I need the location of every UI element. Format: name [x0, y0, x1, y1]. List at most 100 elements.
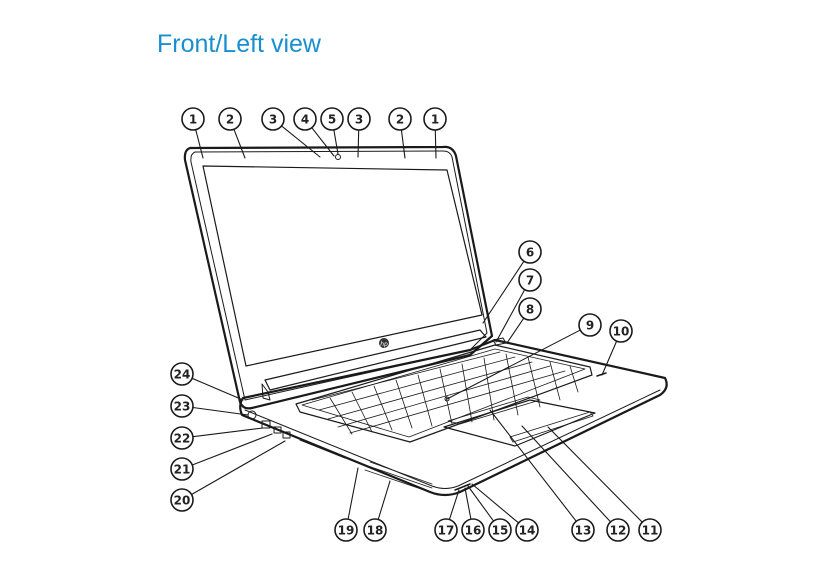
vent	[364, 461, 433, 493]
callout-circle	[170, 362, 194, 386]
leader-line	[446, 329, 581, 400]
callout-24: 24	[170, 362, 244, 401]
leader-line	[400, 129, 406, 159]
callout-number: 1	[431, 113, 439, 127]
leader-line	[471, 483, 520, 524]
callout-circle	[518, 240, 542, 264]
callout-number: 10	[613, 325, 630, 339]
power-button	[492, 337, 507, 346]
page-title: Front/Left view	[157, 30, 321, 58]
callout-number: 16	[465, 524, 482, 538]
leader-line	[192, 427, 264, 438]
callout-21: 21	[170, 433, 273, 481]
usb-port-3	[282, 431, 291, 439]
callout-number: 7	[526, 274, 534, 288]
callout-number: 6	[526, 246, 534, 260]
laptop-base	[239, 337, 668, 497]
leader-line	[489, 409, 577, 522]
callout-circle	[606, 518, 630, 542]
callout-circle	[518, 297, 542, 321]
callout-18: 18	[363, 480, 391, 542]
callout-circle	[218, 107, 242, 131]
callout-circle	[515, 518, 539, 542]
leader-line	[357, 129, 360, 158]
display-lid: hp	[183, 145, 494, 410]
callout-16: 16	[461, 487, 485, 542]
leader-line	[521, 425, 612, 523]
callout-4: 4	[293, 107, 335, 157]
callout-number: 3	[355, 113, 363, 127]
callout-3: 3	[347, 107, 371, 158]
pointing-stick	[444, 396, 450, 402]
callout-number: 5	[328, 113, 336, 127]
leader-line	[195, 129, 204, 159]
callout-number: 17	[438, 524, 455, 538]
callout-20: 20	[170, 440, 286, 512]
callout-11: 11	[547, 426, 662, 542]
callout-19: 19	[334, 467, 359, 542]
leader-line	[377, 480, 391, 521]
callout-circle	[181, 107, 205, 131]
callout-circle	[578, 313, 602, 337]
callout-number: 23	[174, 400, 191, 414]
callout-22: 22	[170, 426, 264, 450]
touchpad-top-buttons	[447, 396, 541, 425]
callout-circle	[571, 518, 595, 542]
callout-circle	[170, 426, 194, 450]
leader-line	[192, 406, 249, 416]
callout-10: 10	[601, 319, 633, 376]
callout-9: 9	[446, 313, 602, 400]
leader-line	[190, 440, 286, 496]
callout-8: 8	[506, 297, 542, 344]
callout-circle	[638, 518, 662, 542]
front-lights	[454, 483, 471, 491]
callout-number: 3	[269, 113, 277, 127]
leader-line	[191, 433, 273, 466]
leader-line	[347, 467, 359, 520]
leader-line	[482, 260, 525, 324]
leader-line	[601, 340, 618, 376]
leader-line	[191, 377, 244, 401]
keyboard	[295, 344, 593, 443]
callout-number: 11	[642, 524, 659, 538]
callout-circle	[170, 488, 194, 512]
callout-2: 2	[218, 107, 246, 159]
callout-number: 14	[519, 524, 536, 538]
callout-13: 13	[489, 409, 595, 542]
display-screen	[202, 165, 483, 367]
leader-line	[506, 317, 525, 344]
callout-circle	[334, 518, 358, 542]
callout-number: 18	[367, 524, 384, 538]
callout-12: 12	[521, 425, 630, 542]
hp-logo-icon: hp	[379, 338, 389, 348]
callout-circle	[518, 268, 542, 292]
touchpad	[443, 399, 596, 447]
callout-number: 15	[492, 524, 509, 538]
hinge	[261, 329, 487, 401]
leader-line	[495, 289, 526, 343]
usb-port-2	[273, 426, 282, 434]
svg-text:hp: hp	[380, 341, 388, 348]
callout-circle	[293, 107, 317, 131]
callout-number: 13	[575, 524, 592, 538]
callout-circle	[261, 107, 285, 131]
webcam-icon	[335, 154, 341, 160]
callout-circle	[347, 107, 371, 131]
fingerprint-reader	[596, 372, 607, 377]
callout-circle	[170, 457, 194, 481]
callout-3: 3	[261, 107, 321, 158]
callout-6: 6	[482, 240, 542, 324]
callout-circle	[488, 518, 512, 542]
leader-line	[547, 426, 643, 523]
callout-23: 23	[170, 394, 249, 418]
callout-2: 2	[388, 107, 412, 159]
leader-line	[311, 127, 335, 157]
callout-number: 20	[174, 494, 191, 508]
callout-circle	[609, 319, 633, 343]
callout-number: 8	[526, 303, 534, 317]
callout-number: 2	[396, 113, 404, 127]
callout-17: 17	[434, 489, 460, 542]
keyboard-keys	[311, 351, 579, 435]
